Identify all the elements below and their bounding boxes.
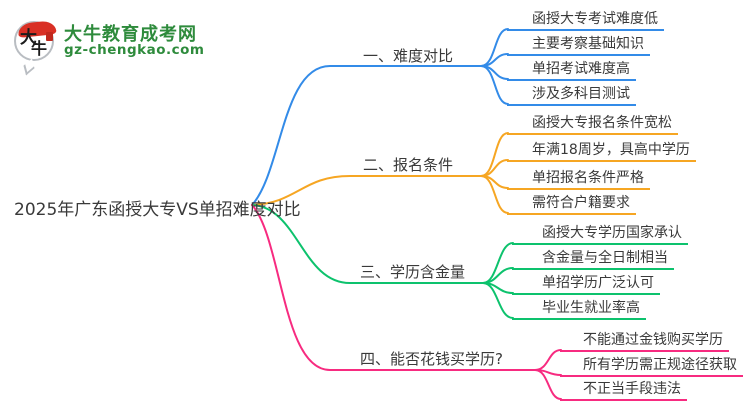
branch-buy-degree-question: 四、能否花钱买学历?: [360, 350, 503, 368]
logo-char-top: 大: [20, 28, 37, 48]
leaf-node: 所有学历需正规途径获取: [560, 355, 743, 377]
logo-red-seal-icon: [46, 32, 53, 41]
branch-degree-value: 三、学历含金量: [360, 263, 466, 281]
leaf-node: 主要考察基础知识: [507, 34, 650, 56]
site-logo[interactable]: 大 牛 大牛教育成考网 gz-chengkao.com: [14, 18, 234, 76]
leaf-node: 单招学历广泛认可: [512, 273, 660, 295]
branch-registration-conditions: 二、报名条件: [363, 156, 454, 174]
logo-char-bottom: 牛: [31, 39, 48, 58]
logo-bubble-tail: [23, 58, 35, 76]
leaf-node: 含金量与全日制相当: [512, 248, 674, 270]
leaf-node: 函授大专学历国家承认: [512, 223, 688, 245]
central-topic: 2025年广东函授大专VS单招难度对比: [14, 200, 301, 220]
leaf-node: 不能通过金钱购买学历: [560, 330, 729, 352]
logo-bubble-icon: 大 牛: [14, 20, 57, 76]
branch-difficulty-comparison: 一、难度对比: [363, 47, 454, 65]
leaf-node: 需符合户籍要求: [507, 193, 636, 215]
leaf-node: 单招考试难度高: [507, 59, 636, 81]
leaf-node: 涉及多科目测试: [507, 84, 636, 106]
leaf-node: 函授大专报名条件宽松: [507, 113, 678, 135]
leaf-node: 不正当手段违法: [560, 379, 687, 401]
leaf-node: 函授大专考试难度低: [507, 9, 664, 31]
logo-url: gz-chengkao.com: [64, 42, 205, 58]
logo-title: 大牛教育成考网: [64, 24, 197, 45]
branch3-trunk: [251, 204, 514, 319]
leaf-node: 毕业生就业率高: [512, 298, 646, 320]
leaf-node: 单招报名条件严格: [507, 168, 650, 190]
leaf-node: 年满18周岁，具高中学历: [507, 140, 696, 162]
